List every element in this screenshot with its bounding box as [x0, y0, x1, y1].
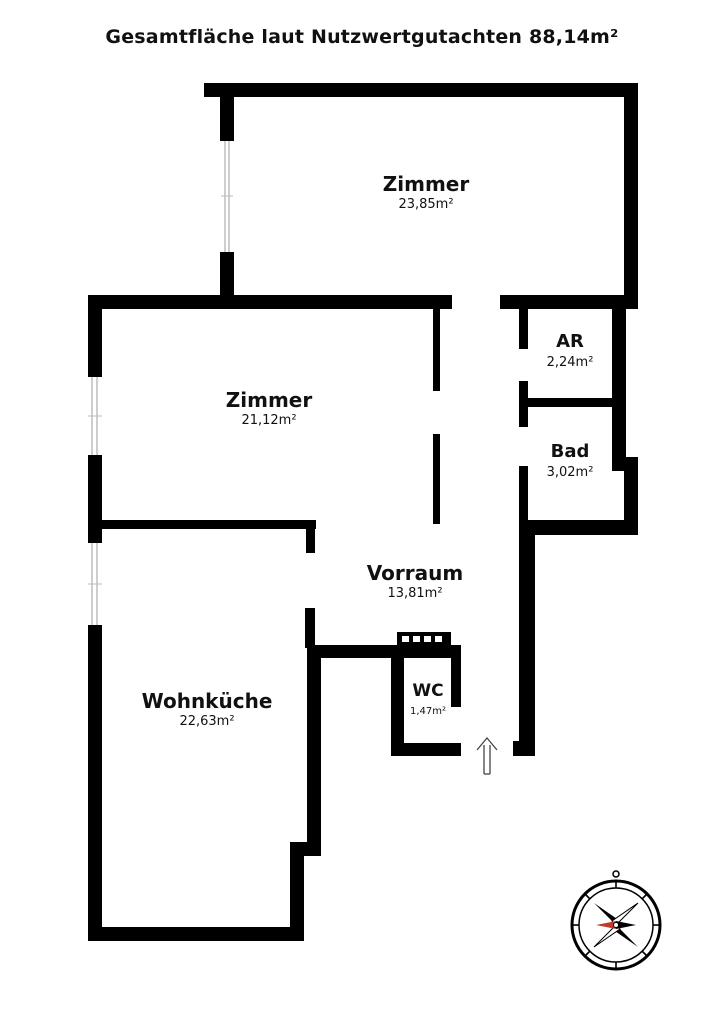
room-area: 3,02m²	[546, 465, 594, 480]
wall-wc-right	[451, 645, 461, 707]
wall-step-vertical	[290, 842, 304, 941]
room-name: Zimmer	[225, 388, 313, 412]
wall-bottom	[88, 927, 304, 941]
wall-left-3	[88, 625, 102, 941]
plan-title: Gesamtfläche laut Nutzwertgutachten 88,1…	[105, 26, 619, 48]
room-wc: WC 1,47m²	[410, 679, 446, 721]
wall-zimmer-right-lower	[433, 434, 440, 524]
windows	[88, 141, 233, 625]
room-bad: Bad 3,02m²	[547, 440, 594, 482]
wall-top-room-right	[624, 83, 638, 309]
room-area: 22,63m²	[179, 714, 235, 729]
wall-ar-top	[500, 295, 638, 309]
walls	[88, 83, 638, 941]
wall-zimmer-top	[88, 295, 452, 309]
room-area: 1,47m²	[409, 706, 447, 717]
wall-hall-right	[519, 520, 535, 756]
room-vorraum: Vorraum 13,81m²	[367, 561, 463, 603]
compass-rose-icon	[570, 870, 662, 971]
room-area: 13,81m²	[387, 586, 443, 601]
room-area: 21,12m²	[241, 413, 297, 428]
wall-zimmer-bottom	[88, 520, 316, 529]
wall-left-2	[88, 455, 102, 543]
window-zimmer	[88, 377, 102, 455]
entrance-arrow-icon	[476, 736, 498, 775]
wall-bad-right	[612, 309, 626, 461]
room-area: 2,24m²	[546, 355, 594, 370]
wall-top-room-top	[204, 83, 638, 97]
room-wohnkueche: Wohnküche 22,63m²	[142, 689, 273, 731]
wall-kitchen-right-upper	[305, 608, 315, 648]
room-area: 23,85m²	[398, 197, 454, 212]
wc-grille	[397, 632, 451, 646]
wall-top-room-left-upper	[220, 97, 234, 141]
window-top-room	[221, 141, 233, 252]
wall-wc-top	[307, 645, 459, 658]
room-name: Zimmer	[382, 172, 470, 196]
wall-hall-right-foot	[513, 741, 535, 756]
room-name: Bad	[550, 441, 590, 462]
wall-wc-bottom	[391, 743, 461, 756]
room-name: Vorraum	[366, 561, 464, 585]
room-zimmer-large: Zimmer 23,85m²	[383, 172, 469, 214]
wall-top-room-left-lower	[220, 252, 234, 298]
wall-bad-bottom	[519, 520, 638, 535]
room-name: AR	[556, 331, 584, 352]
wall-bad-left	[519, 466, 528, 528]
wall-ar-left-upper	[519, 309, 528, 349]
wall-kitchen-right	[307, 645, 321, 856]
wall-left-1	[88, 295, 102, 377]
wall-wc-left	[391, 645, 404, 756]
room-name: WC	[412, 681, 444, 701]
wall-bad-right-lower	[624, 457, 638, 535]
window-kitchen	[88, 543, 102, 625]
room-ar: AR 2,24m²	[547, 330, 594, 372]
room-zimmer: Zimmer 21,12m²	[226, 388, 312, 430]
wall-door-stub	[306, 529, 315, 553]
wall-zimmer-right-upper	[433, 309, 440, 391]
wall-ar-bad-divider	[519, 398, 619, 407]
room-name: Wohnküche	[141, 689, 273, 713]
